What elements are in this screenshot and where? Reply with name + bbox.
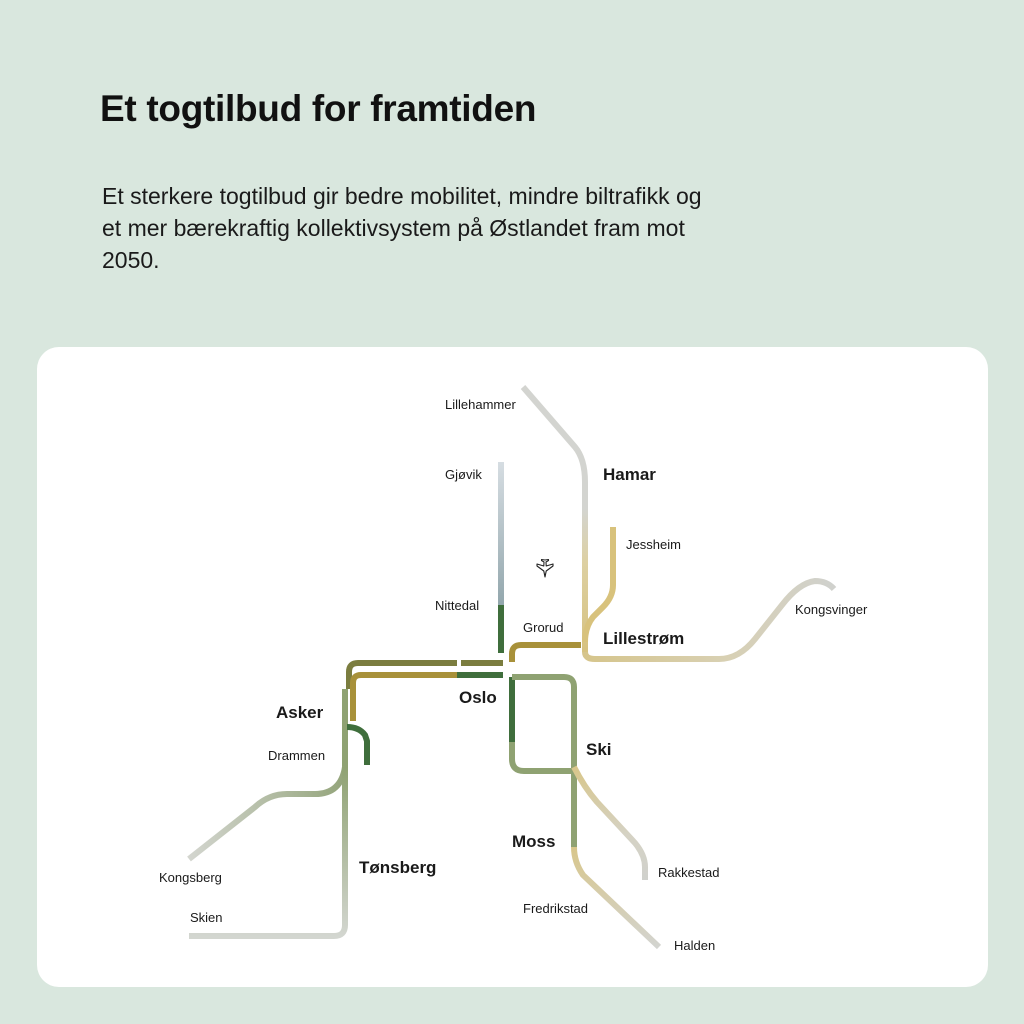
station-label-gjovik: Gjøvik bbox=[445, 467, 482, 482]
station-label-fredrikstad: Fredrikstad bbox=[523, 901, 588, 916]
page-title: Et togtilbud for framtiden bbox=[100, 88, 537, 129]
station-label-moss: Moss bbox=[512, 832, 555, 851]
line-drammen-dark-green bbox=[346, 724, 370, 765]
station-label-kongsberg: Kongsberg bbox=[159, 870, 222, 885]
station-label-tonsberg: Tønsberg bbox=[359, 858, 436, 877]
line-halden bbox=[571, 846, 662, 950]
station-label-grorud: Grorud bbox=[523, 620, 563, 635]
station-label-ski: Ski bbox=[586, 740, 612, 759]
station-label-skien: Skien bbox=[190, 910, 223, 925]
station-label-nittedal: Nittedal bbox=[435, 598, 479, 613]
rail-map-card: Lillehammer Hamar Gjøvik Jessheim Nitted… bbox=[37, 347, 988, 987]
line-lillehammer-lillestrom bbox=[520, 385, 588, 652]
station-label-oslo: Oslo bbox=[459, 688, 497, 707]
station-label-drammen: Drammen bbox=[268, 748, 325, 763]
station-label-rakkestad: Rakkestad bbox=[658, 865, 719, 880]
line-rakkestad bbox=[571, 765, 648, 880]
station-label-asker: Asker bbox=[276, 703, 324, 722]
station-label-halden: Halden bbox=[674, 938, 715, 953]
station-label-hamar: Hamar bbox=[603, 465, 656, 484]
rail-network-map: Lillehammer Hamar Gjøvik Jessheim Nitted… bbox=[159, 385, 868, 953]
line-grorud bbox=[509, 642, 581, 662]
line-ski-loop bbox=[509, 674, 577, 847]
line-olive-east-west bbox=[346, 660, 503, 689]
station-label-kongsvinger: Kongsvinger bbox=[795, 602, 868, 617]
station-label-jessheim: Jessheim bbox=[626, 537, 681, 552]
station-label-lillehammer: Lillehammer bbox=[445, 397, 516, 412]
line-kongsvinger bbox=[582, 578, 837, 662]
station-label-lillestrom: Lillestrøm bbox=[603, 629, 684, 648]
line-kongsberg bbox=[187, 766, 348, 862]
line-jessheim bbox=[582, 527, 616, 643]
line-skien bbox=[189, 767, 348, 939]
page-subtitle: Et sterkere togtilbud gir bedre mobilite… bbox=[102, 183, 702, 273]
airplane-icon bbox=[536, 558, 554, 578]
line-gold-west bbox=[350, 672, 503, 721]
